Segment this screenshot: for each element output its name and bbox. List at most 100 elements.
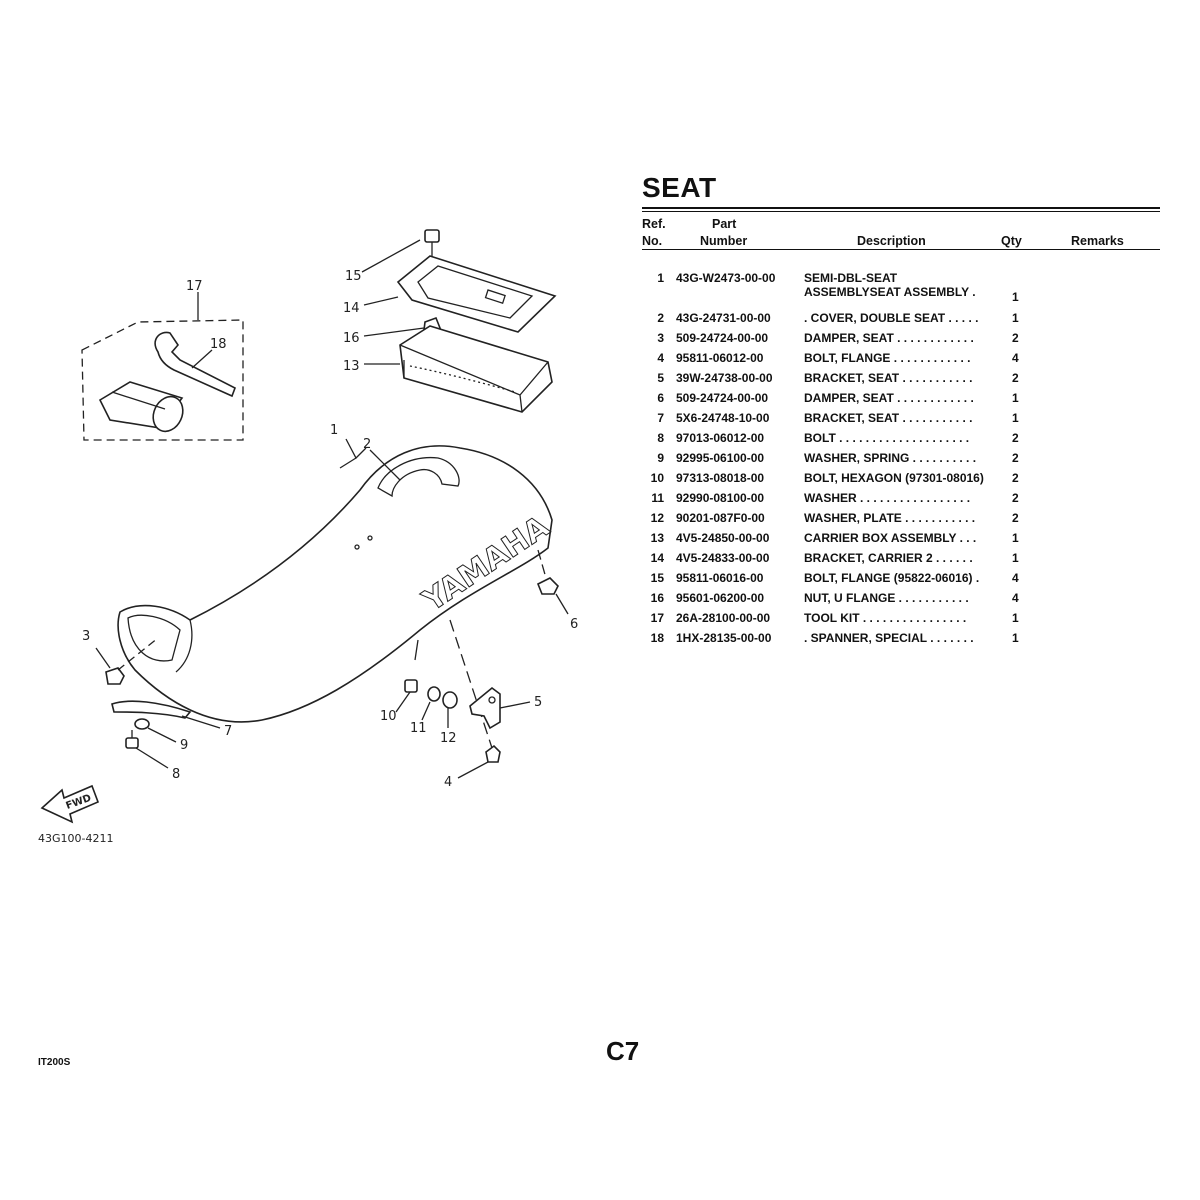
- description-cell: BOLT, FLANGE (95822-06016) .: [804, 571, 980, 585]
- qty-cell: 2: [1012, 471, 1019, 485]
- description-cell: BOLT . . . . . . . . . . . . . . . . . .…: [804, 431, 970, 445]
- callout-18: 18: [210, 337, 227, 352]
- callout-13: 13: [343, 359, 360, 374]
- ref-cell: 10: [650, 471, 664, 485]
- header-remarks: Remarks: [1071, 234, 1124, 248]
- header-part-line1: Part: [712, 217, 737, 231]
- callout-10: 10: [380, 709, 397, 724]
- remarks-cell: [1042, 391, 1160, 411]
- seat-bracket-5: [469, 686, 501, 730]
- ref-cell: 11: [651, 491, 664, 505]
- section-title: SEAT: [642, 172, 717, 203]
- description-line1: SEMI-DBL-SEAT: [804, 271, 898, 285]
- qty-cell: 4: [1012, 351, 1019, 365]
- part-number-cell: 43G-24731-00-00: [676, 311, 771, 325]
- ref-cell: 6: [657, 391, 664, 405]
- tool-pouch: [98, 381, 184, 433]
- table-row: 7 5X6-24748-10-00 BRACKET, SEAT . . . . . …: [642, 411, 1160, 431]
- part-number-cell: 92995-06100-00: [676, 451, 765, 465]
- forward-arrow-icon: FWD: [40, 784, 100, 824]
- qty-cell: 1: [1012, 311, 1019, 325]
- seat-damper-3: [105, 667, 125, 685]
- remarks-cell: [1042, 571, 1160, 591]
- part-number-cell: 90201-087F0-00: [676, 511, 765, 525]
- remarks-cell: [1042, 311, 1160, 331]
- ref-cell: 17: [650, 611, 664, 625]
- qty-cell: 1: [1012, 391, 1019, 405]
- description-cell: NUT, U FLANGE . . . . . . . . . . .: [804, 591, 969, 605]
- part-number-cell: 1HX-28135-00-00: [676, 631, 772, 645]
- ref-cell: 9: [657, 451, 664, 465]
- remarks-cell: [1042, 531, 1160, 551]
- callout-1: 1: [330, 423, 338, 438]
- qty-cell: 1: [1012, 531, 1019, 545]
- description-cell: DAMPER, SEAT . . . . . . . . . . . .: [804, 331, 974, 345]
- callout-15: 15: [345, 269, 362, 284]
- ref-cell: 7: [657, 411, 664, 425]
- ref-cell: 14: [650, 551, 664, 565]
- header-ref-line2: No.: [642, 234, 663, 248]
- description-cell: SEMI-DBL-SEAT ASSEMBLYSEAT ASSEMBLY .: [804, 271, 1004, 311]
- description-cell: . COVER, DOUBLE SEAT . . . . .: [804, 311, 979, 325]
- ref-cell: 16: [650, 591, 664, 605]
- qty-cell: 2: [1012, 331, 1019, 345]
- model-code: IT200S: [38, 1057, 71, 1068]
- part-number-cell: 5X6-24748-10-00: [676, 411, 770, 425]
- ref-cell: 2: [657, 311, 664, 325]
- table-row: 2 43G-24731-00-00 . COVER, DOUBLE SEAT . .…: [642, 311, 1160, 331]
- qty-cell: 4: [1012, 591, 1019, 605]
- flange-bolt-4: [485, 744, 501, 763]
- drawing-code: 43G100-4211: [38, 832, 113, 845]
- seat-bracket-7: [111, 700, 192, 719]
- remarks-cell: [1042, 431, 1160, 451]
- part-number-cell: 92990-08100-00: [676, 491, 765, 505]
- callout-2: 2: [363, 437, 371, 452]
- remarks-cell: [1042, 411, 1160, 431]
- description-cell: BOLT, FLANGE . . . . . . . . . . . .: [804, 351, 971, 365]
- ref-cell: 1: [657, 271, 664, 285]
- spring-washer: [134, 718, 150, 730]
- parts-table: 1 43G-W2473-00-00 SEMI-DBL-SEAT ASSEMBLY…: [642, 271, 1160, 651]
- qty-cell: 2: [1012, 491, 1019, 505]
- page-number: C7: [606, 1036, 640, 1066]
- part-number-cell: 97313-08018-00: [676, 471, 765, 485]
- plate-washer: [442, 691, 458, 709]
- callout-11: 11: [410, 721, 427, 736]
- remarks-cell: [1042, 471, 1160, 491]
- remarks-cell: [1042, 351, 1160, 371]
- callout-7: 7: [224, 724, 232, 739]
- qty-cell: 2: [1012, 431, 1019, 445]
- qty-cell: 2: [1012, 451, 1019, 465]
- remarks-cell: [1042, 511, 1160, 531]
- description-cell: WASHER, SPRING . . . . . . . . . .: [804, 451, 977, 465]
- ref-cell: 18: [650, 631, 664, 645]
- callout-6: 6: [570, 617, 578, 632]
- part-number-cell: 95601-06200-00: [676, 591, 765, 605]
- ref-cell: 3: [657, 331, 664, 345]
- qty-cell: 1: [1012, 611, 1019, 625]
- remarks-cell: [1042, 331, 1160, 351]
- callout-17: 17: [186, 279, 203, 294]
- description-cell: BRACKET, SEAT . . . . . . . . . . .: [804, 411, 973, 425]
- table-row: 1 43G-W2473-00-00 SEMI-DBL-SEAT ASSEMBLY…: [642, 271, 1160, 311]
- seat-damper-6: [536, 577, 559, 595]
- qty-cell: 2: [1012, 511, 1019, 525]
- callout-14: 14: [343, 301, 360, 316]
- remarks-cell: [1042, 611, 1160, 631]
- qty-cell: 1: [1012, 631, 1019, 645]
- seat-assembly: YAMAHA: [117, 445, 557, 723]
- qty-cell: 2: [1012, 371, 1019, 385]
- callout-5: 5: [534, 695, 542, 710]
- header-rule: [642, 249, 1160, 250]
- description-cell: BRACKET, SEAT . . . . . . . . . . .: [804, 371, 973, 385]
- remarks-cell: [1042, 451, 1160, 471]
- title-rule-bottom: [642, 211, 1160, 212]
